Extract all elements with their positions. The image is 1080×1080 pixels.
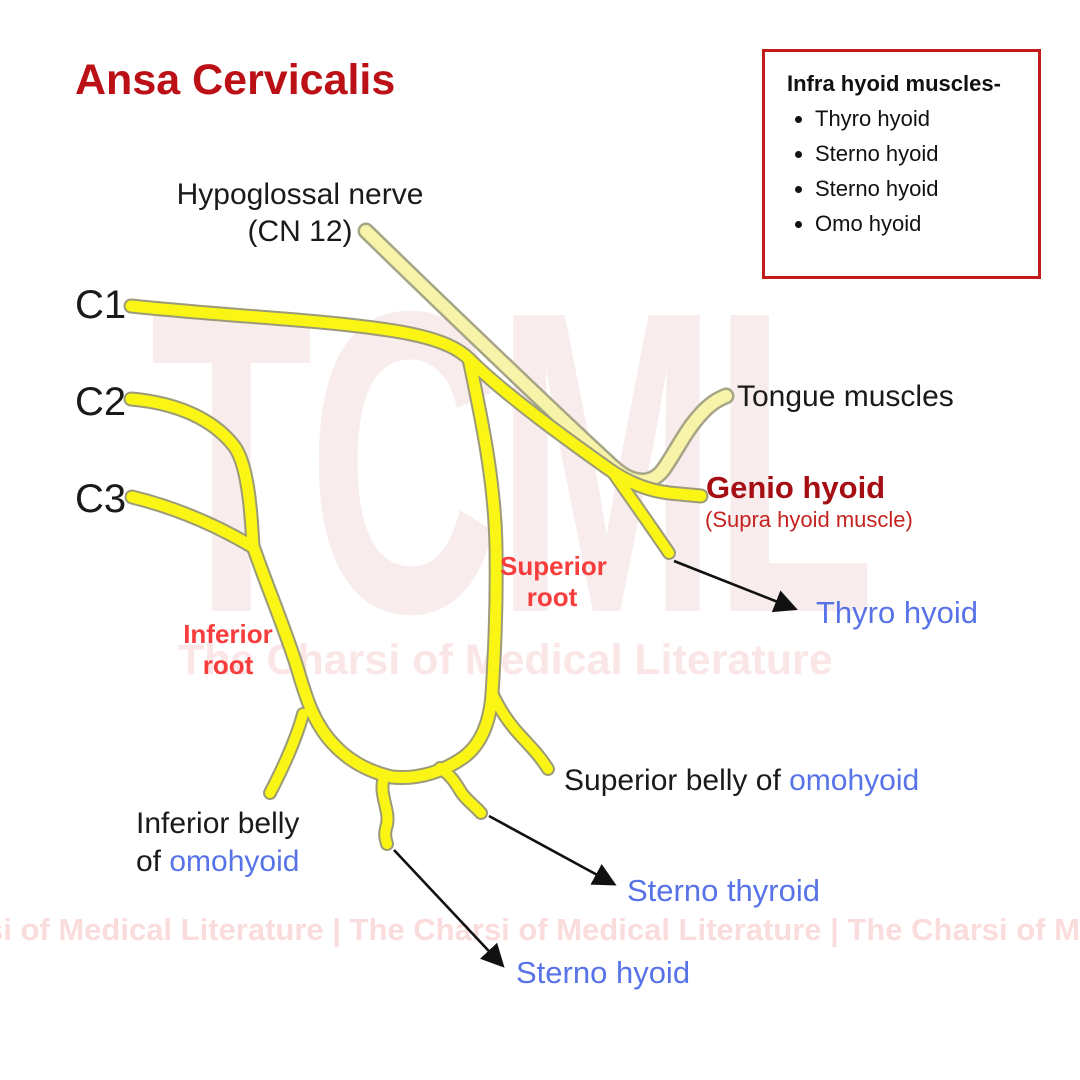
- infobox-item: Omo hyoid: [815, 206, 1038, 241]
- inferior-belly-line1: Inferior belly: [136, 807, 300, 840]
- hypoglossal-label-line2: (CN 12): [247, 215, 353, 248]
- infobox-item: Sterno hyoid: [815, 171, 1038, 206]
- superior-root-line1: Superior: [500, 551, 607, 581]
- hypoglossal-label-line1: Hypoglossal nerve: [176, 178, 424, 211]
- infobox-item: Thyro hyoid: [815, 101, 1038, 136]
- superior-root-label: Superior root: [500, 551, 607, 613]
- inferior-belly-branch-path: [265, 709, 308, 798]
- thyro-hyoid-label: Thyro hyoid: [816, 595, 978, 630]
- c1-label: C1: [75, 283, 127, 327]
- superior-root-path: [386, 353, 502, 784]
- tongue-muscles-label: Tongue muscles: [737, 380, 954, 413]
- inferior-root-path: [247, 540, 398, 783]
- infobox-item: Sterno hyoid: [815, 136, 1038, 171]
- sterno-thyroid-label: Sterno thyroid: [627, 873, 820, 908]
- sterno-hyoid-label: Sterno hyoid: [516, 955, 691, 990]
- c3-nerve-path: [126, 491, 259, 553]
- superior-root-line2: root: [526, 582, 578, 612]
- superior-belly-label: Superior belly of omohyoid: [564, 764, 919, 798]
- sterno-thyroid-arrow: [488, 814, 617, 886]
- genio-hyoid-label: Genio hyoid: [706, 470, 886, 505]
- c2-nerve-path: [125, 393, 259, 553]
- hypoglossal-nerve-label: Hypoglossal nerve (CN 12): [145, 176, 455, 250]
- inferior-belly-label: Inferior belly of omohyoid: [136, 805, 299, 881]
- superior-belly-prefix: Superior belly of: [564, 764, 790, 797]
- inferior-root-line1: Inferior: [183, 619, 273, 649]
- inferior-belly-line2-prefix: of: [136, 845, 170, 878]
- sternohyoid-branch-path: [377, 772, 393, 849]
- thyro-hyoid-arrow: [673, 559, 798, 613]
- inferior-belly-omohyoid: omohyoid: [169, 845, 300, 878]
- inferior-belly-line2: of omohyoid: [136, 843, 299, 881]
- watermark-bottom: si of Medical Literature | The Charsi of…: [0, 912, 1080, 947]
- cervical-nerve-fills: [125, 300, 707, 849]
- sternothyroid-branch-path: [435, 763, 486, 818]
- superior-belly-branch-path: [487, 688, 553, 774]
- supra-hyoid-note: (Supra hyoid muscle): [705, 507, 913, 532]
- superior-belly-omohyoid: omohyoid: [789, 764, 920, 797]
- inferior-root-label: Inferior root: [176, 619, 280, 681]
- hypoglossal-nerve-path: [357, 222, 735, 490]
- inferior-root-line2: root: [202, 650, 254, 680]
- c3-label: C3: [75, 477, 127, 521]
- c2-label: C2: [75, 380, 127, 424]
- page-title: Ansa Cervicalis: [75, 56, 396, 104]
- sterno-hyoid-arrow: [393, 849, 505, 968]
- thyrohyoid-branch-path: [607, 466, 674, 558]
- infobox-title: Infra hyoid muscles-: [787, 71, 1001, 96]
